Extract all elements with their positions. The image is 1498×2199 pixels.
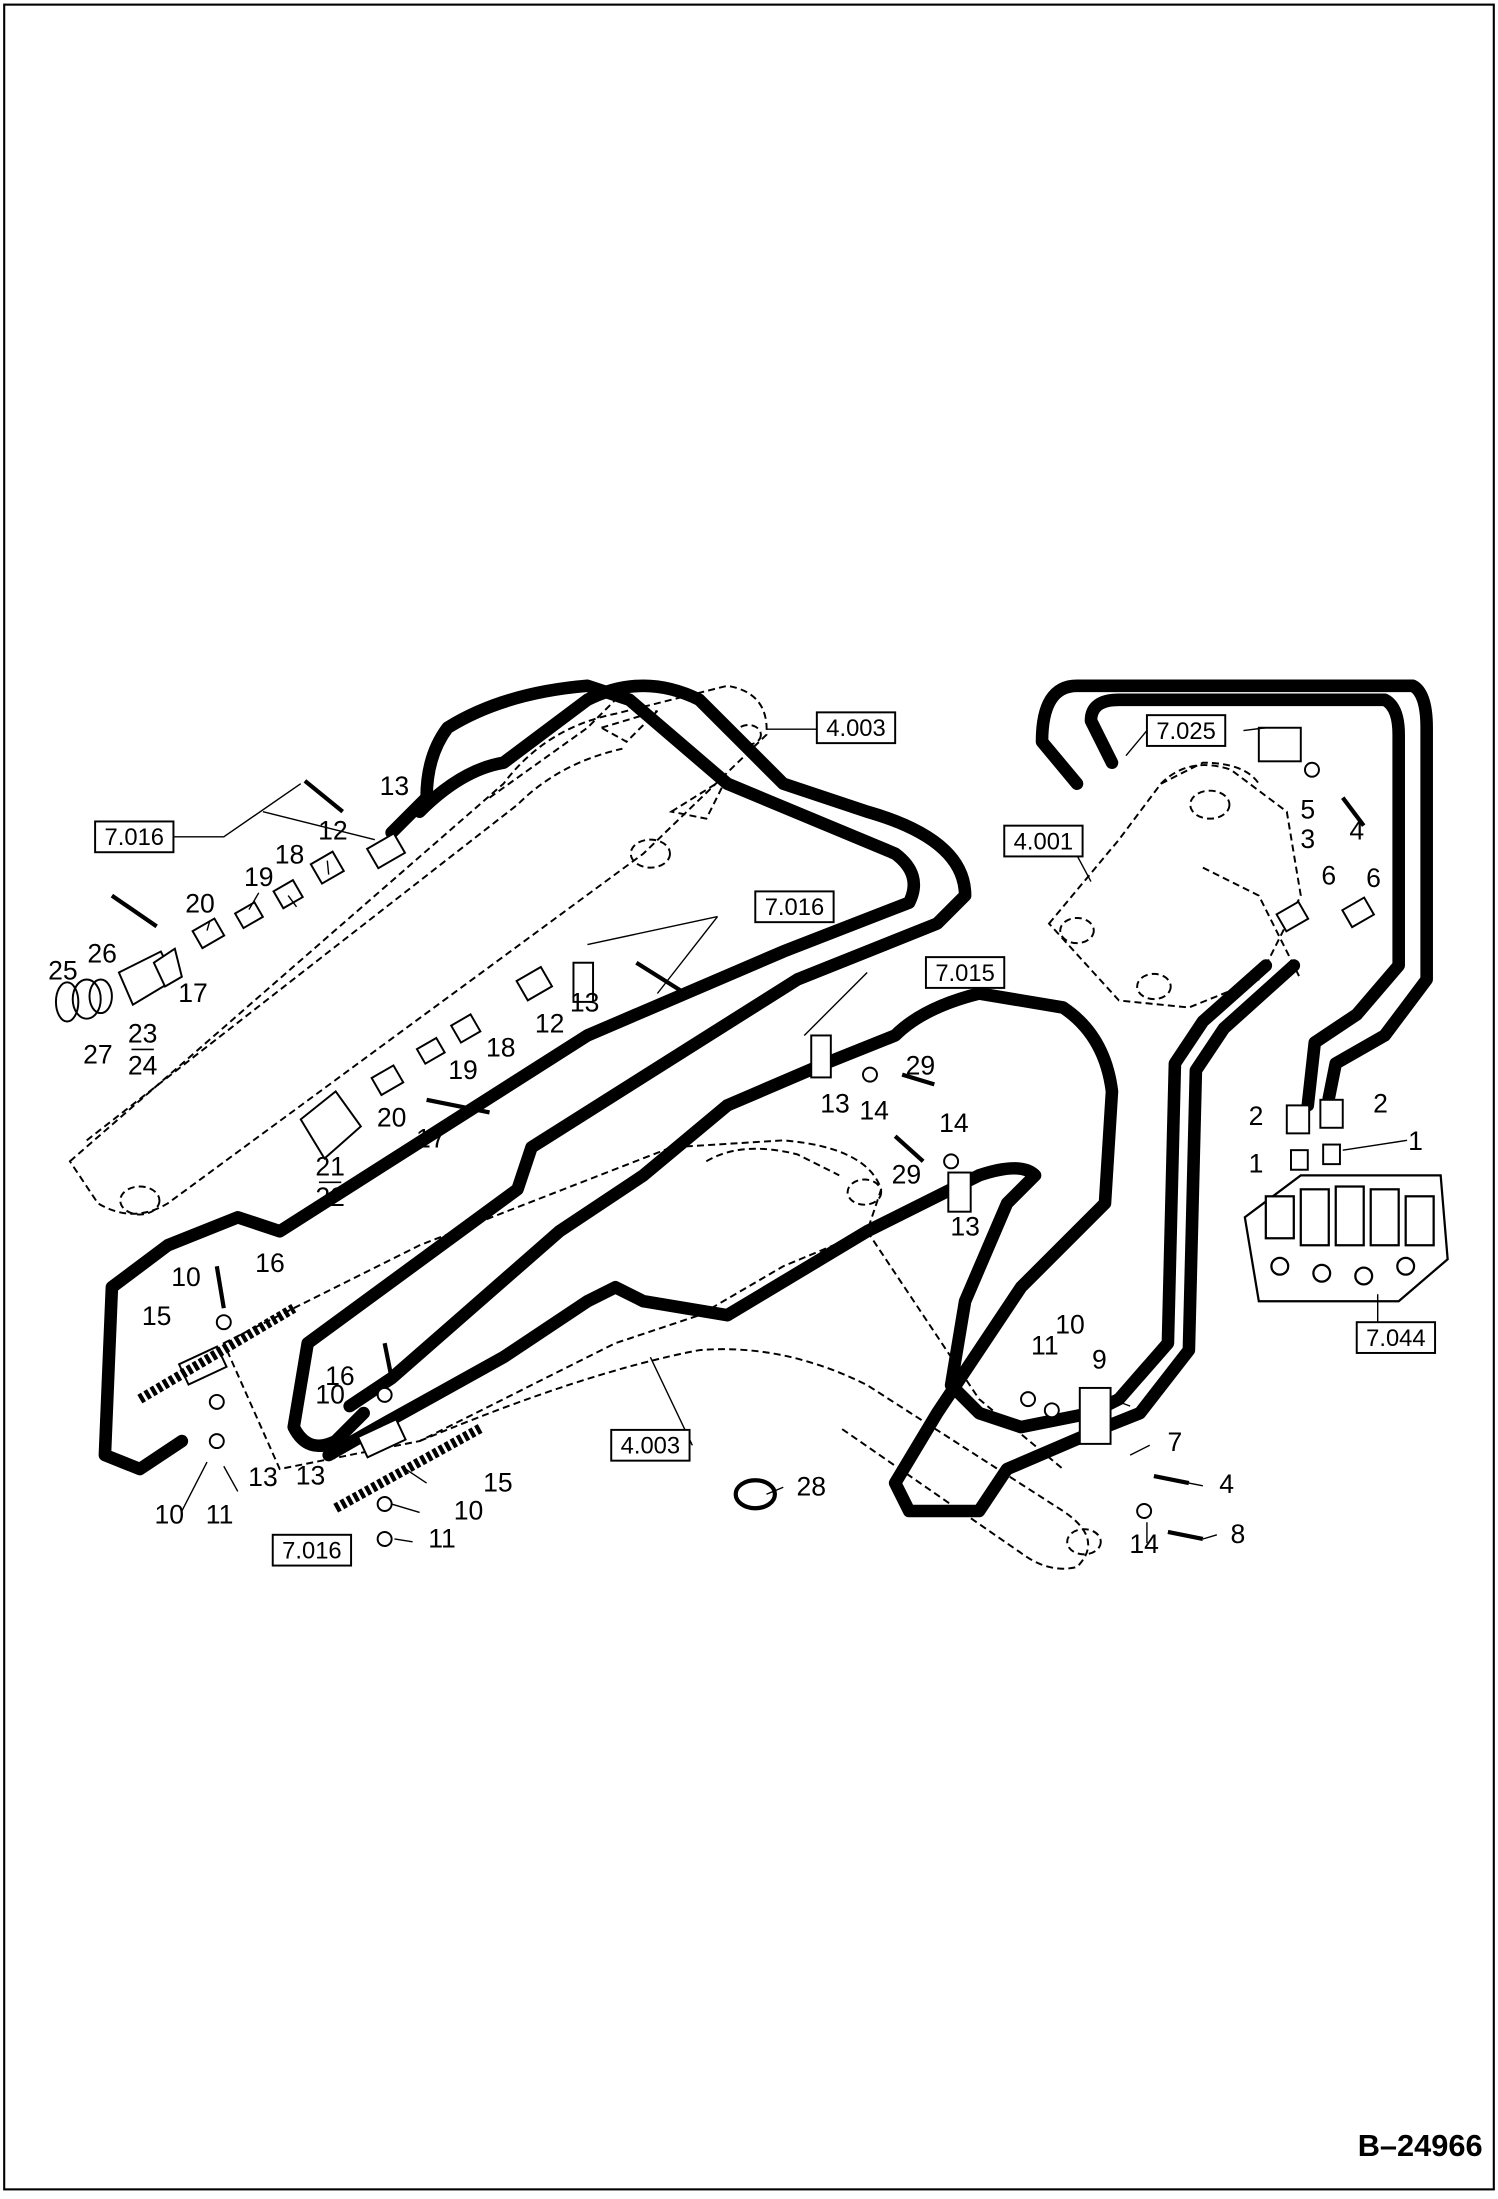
callout-13: 13: [380, 771, 410, 801]
callout-24: 24: [128, 1051, 158, 1081]
callout-13: 13: [820, 1088, 850, 1118]
callout-5: 5: [1300, 795, 1315, 825]
callout-15: 15: [142, 1301, 172, 1331]
callout-18: 18: [486, 1032, 516, 1062]
ref-label-7016-lower: 7.016: [282, 1538, 341, 1565]
hydraulic-hoses: [98, 679, 1433, 1518]
callout-22: 22: [315, 1182, 345, 1212]
callout-29: 29: [906, 1051, 936, 1081]
ref-label-7016-middle: 7.016: [765, 894, 824, 921]
callout-21: 21: [315, 1151, 345, 1181]
callout-3: 3: [1300, 824, 1315, 854]
callout-10: 10: [171, 1262, 201, 1292]
ref-label-7016-upper: 7.016: [105, 824, 164, 851]
callout-23: 23: [128, 1018, 158, 1048]
ref-label-7025: 7.025: [1156, 718, 1215, 745]
document-id: B–24966: [1358, 2128, 1483, 2163]
callout-1: 1: [1249, 1149, 1264, 1179]
callout-4: 4: [1219, 1469, 1234, 1499]
callout-6: 6: [1321, 860, 1336, 890]
callout-2: 2: [1373, 1088, 1388, 1118]
callout-14: 14: [859, 1095, 889, 1125]
callout-10: 10: [154, 1500, 184, 1530]
ref-box-7016-lower: [271, 1533, 353, 1567]
callout-11: 11: [428, 1523, 456, 1553]
callout-16: 16: [325, 1361, 355, 1391]
callout-19: 19: [448, 1055, 478, 1085]
ref-label-4001: 4.001: [1014, 828, 1073, 855]
callout-10: 10: [315, 1379, 345, 1409]
callout-28: 28: [796, 1472, 826, 1502]
callout-20: 20: [377, 1102, 407, 1132]
callout-12: 12: [318, 816, 348, 846]
callout-12: 12: [535, 1009, 565, 1039]
callout-10: 10: [454, 1495, 484, 1525]
callout-13: 13: [570, 988, 600, 1018]
callout-14: 14: [1129, 1529, 1159, 1559]
callout-11: 11: [1031, 1330, 1059, 1360]
callout-18: 18: [275, 839, 305, 869]
callout-13: 13: [296, 1460, 326, 1490]
ref-label-7015: 7.015: [935, 960, 994, 987]
fittings: [54, 726, 1376, 1547]
control-valve-block: [1243, 1174, 1449, 1303]
ref-label-4003-lower: 4.003: [621, 1433, 680, 1460]
callout-9: 9: [1092, 1344, 1107, 1374]
callout-14: 14: [939, 1108, 969, 1138]
callout-1: 1: [1408, 1126, 1423, 1156]
ref-label-4003-upper: 4.003: [826, 715, 885, 742]
ref-label-7044: 7.044: [1366, 1325, 1425, 1352]
callout-27: 27: [83, 1039, 113, 1069]
callout-17: 17: [416, 1123, 446, 1153]
ref-box-7044: [1355, 1321, 1437, 1354]
ref-box-7016-upper: [94, 820, 175, 854]
reference-boxes: [94, 711, 1437, 1567]
callout-6: 6: [1366, 863, 1381, 893]
callout-29: 29: [892, 1160, 922, 1190]
leader-lines: [173, 727, 1408, 1544]
callout-10: 10: [1055, 1309, 1085, 1339]
ref-box-7025: [1145, 714, 1227, 747]
callout-17: 17: [178, 978, 208, 1008]
callout-13: 13: [248, 1462, 278, 1492]
ref-box-7015: [924, 956, 1006, 989]
callout-16: 16: [255, 1248, 285, 1278]
callout-26: 26: [87, 939, 117, 969]
ref-box-4001: [1003, 824, 1084, 858]
callout-13: 13: [950, 1211, 980, 1241]
callout-8: 8: [1230, 1519, 1245, 1549]
callout-4: 4: [1349, 816, 1364, 846]
callout-15: 15: [483, 1467, 513, 1497]
ref-box-7016-middle: [754, 890, 835, 924]
callout-2: 2: [1249, 1101, 1264, 1131]
callout-19: 19: [244, 862, 274, 892]
callout-7: 7: [1168, 1427, 1183, 1457]
ref-box-4003-lower: [610, 1428, 691, 1462]
callout-25: 25: [48, 956, 78, 986]
callout-11: 11: [206, 1500, 234, 1530]
page-border: [3, 3, 1495, 2191]
ref-box-4003-upper: [815, 711, 897, 745]
callout-20: 20: [185, 888, 215, 918]
